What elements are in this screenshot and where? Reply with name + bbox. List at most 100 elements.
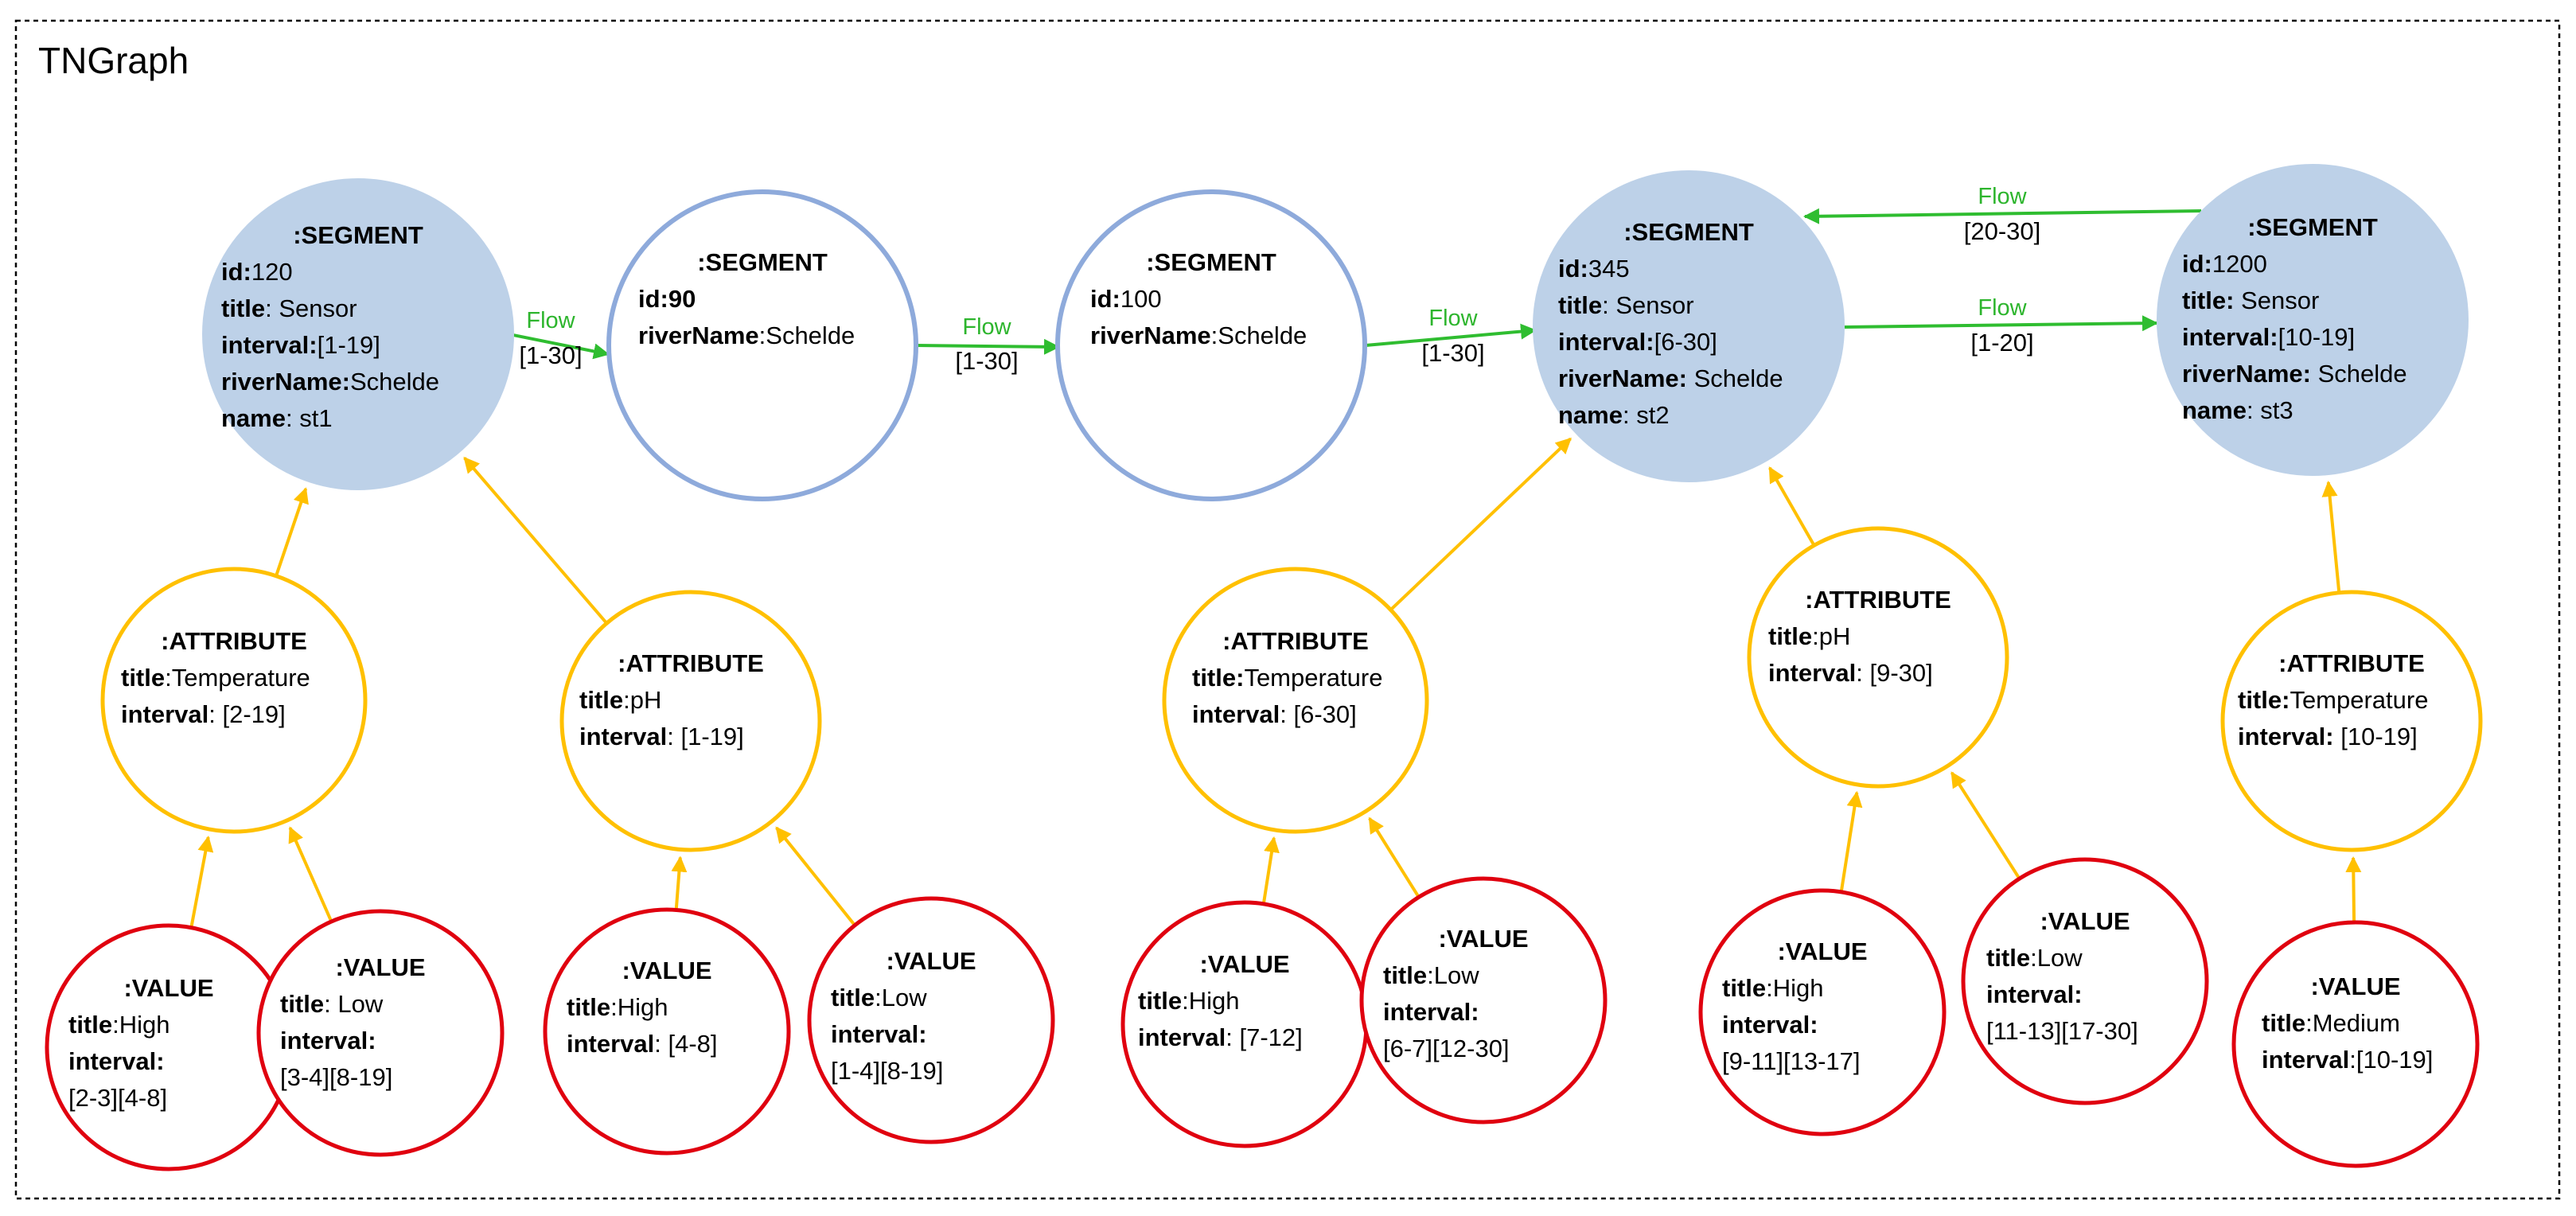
field-value: :Low xyxy=(875,984,927,1011)
segment-text-line: riverName:Schelde xyxy=(638,322,855,349)
attribute-text-line: title:Temperature xyxy=(1192,664,1382,692)
value-text-line: :VALUE xyxy=(1199,950,1289,978)
flow-edge-label: Flow xyxy=(1428,306,1478,331)
field-value: :High xyxy=(1766,974,1823,1002)
field-value: [10-19] xyxy=(2334,723,2418,750)
attribute-text-line: interval: [9-30] xyxy=(1768,659,1933,687)
field-value: :Low xyxy=(2030,944,2083,972)
field-value: : Sensor xyxy=(265,294,357,322)
field-key: title xyxy=(1558,291,1602,319)
field-key: id:90 xyxy=(638,285,696,313)
field-value: : [1-19] xyxy=(667,723,744,750)
edge-v2-to-a1 xyxy=(288,826,333,922)
flow-edge-interval: [1-20] xyxy=(1970,329,2033,357)
field-key: :ATTRIBUTE xyxy=(2278,649,2425,677)
field-key: :ATTRIBUTE xyxy=(1805,586,1951,614)
field-key: :VALUE xyxy=(622,957,711,984)
segment-node-seg100[interactable]: :SEGMENT id:100 riverName:Schelde xyxy=(1055,189,1367,501)
field-key: title xyxy=(221,294,265,322)
value-text-line: [3-4][8-19] xyxy=(280,1063,392,1091)
value-text-line: :VALUE xyxy=(886,947,976,975)
segment-circle xyxy=(202,178,514,490)
segment-text-line: title: Sensor xyxy=(1558,291,1694,319)
field-key: title xyxy=(68,1011,112,1039)
attribute-text-line: :ATTRIBUTE xyxy=(1805,586,1951,614)
field-value: : st1 xyxy=(286,404,333,432)
segment-circle xyxy=(606,189,918,501)
attribute-circle xyxy=(2220,590,2483,852)
value-circle xyxy=(807,896,1055,1144)
value-circle xyxy=(543,907,791,1156)
field-key: title xyxy=(280,990,324,1018)
attribute-text-line: title:Temperature xyxy=(2238,686,2428,714)
segment-circle xyxy=(1533,170,1845,482)
segment-text-line: :SEGMENT xyxy=(1146,248,1276,276)
field-key: interval xyxy=(579,723,667,750)
field-key: :SEGMENT xyxy=(1146,248,1276,276)
field-key: :SEGMENT xyxy=(1623,218,1754,246)
segment-text-line: interval:[6-30] xyxy=(1558,328,1717,356)
segment-text-line: interval:[10-19] xyxy=(2182,323,2355,351)
field-key: interval xyxy=(567,1030,654,1058)
attribute-circle xyxy=(559,590,822,852)
value-circle xyxy=(256,909,505,1157)
field-key: :VALUE xyxy=(123,974,213,1002)
field-key: :ATTRIBUTE xyxy=(1222,627,1369,655)
value-text-line: :VALUE xyxy=(123,974,213,1002)
field-key: name xyxy=(2182,396,2247,424)
value-text-line: :VALUE xyxy=(622,957,711,984)
field-value: Temperature xyxy=(2290,686,2428,714)
field-key: title xyxy=(1986,944,2030,972)
segment-text-line: id:1200 xyxy=(2182,250,2267,278)
segment-text-line: :SEGMENT xyxy=(697,248,828,276)
value-node-v4[interactable]: :VALUE title:Low interval: [1-4][8-19] xyxy=(807,896,1055,1144)
edge-a2-to-seg120 xyxy=(463,456,608,625)
segment-text-line: riverName:Schelde xyxy=(1090,322,1307,349)
value-circle xyxy=(2231,920,2480,1168)
field-value: [1-4][8-19] xyxy=(831,1057,943,1085)
value-circle xyxy=(1698,888,1947,1136)
field-key: :VALUE xyxy=(1438,925,1528,953)
field-key: riverName: xyxy=(2182,360,2311,388)
attribute-circle xyxy=(100,567,368,834)
segment-circle xyxy=(2157,164,2469,476)
flow-edge-interval: [20-30] xyxy=(1964,217,2041,245)
field-key: interval: xyxy=(280,1027,376,1054)
field-key: interval: xyxy=(1722,1011,1818,1039)
value-circle xyxy=(1359,876,1608,1124)
value-text-line: title:Low xyxy=(831,984,927,1011)
edge-a1-to-seg120 xyxy=(275,487,309,577)
field-key: interval: xyxy=(1558,328,1654,356)
attribute-text-line: :ATTRIBUTE xyxy=(1222,627,1369,655)
field-key: title: xyxy=(1192,664,1244,692)
value-text-line: [9-11][13-17] xyxy=(1722,1047,1860,1075)
segment-text-line: id:100 xyxy=(1090,285,1162,313)
value-text-line: title:Medium xyxy=(2262,1009,2400,1037)
field-value: : st2 xyxy=(1623,401,1670,429)
field-value: [6-30] xyxy=(1654,328,1717,356)
value-text-line: title:High xyxy=(68,1011,170,1039)
field-key: :SEGMENT xyxy=(697,248,828,276)
segment-text-line: name: st2 xyxy=(1558,401,1670,429)
edges-layer xyxy=(189,208,2362,928)
field-value: :High xyxy=(610,993,668,1021)
field-key: interval: xyxy=(831,1020,927,1048)
attribute-text-line: title:Temperature xyxy=(121,664,310,692)
